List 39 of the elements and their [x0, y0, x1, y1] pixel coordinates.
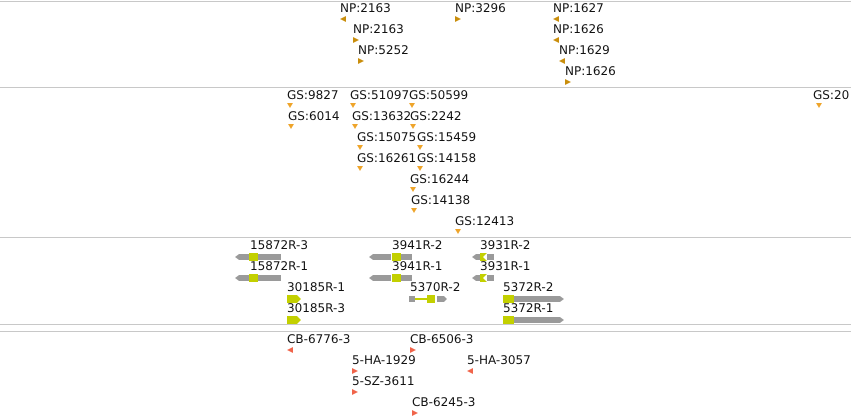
feature-label: CB-6776-3 [287, 332, 350, 346]
feature-label: NP:1627 [553, 1, 604, 15]
feature-label: NP:1626 [565, 64, 616, 78]
feature-label: GS:14138 [411, 193, 470, 207]
feature-label: 30185R-1 [287, 280, 345, 294]
feature-label: GS:13632 [352, 109, 412, 123]
feature-label: CB-6245-3 [412, 395, 476, 409]
feature-label: 3941R-2 [392, 238, 442, 252]
feature-label: GS:9827 [287, 88, 338, 102]
feature-label: 5372R-1 [503, 301, 554, 315]
feature-label: NP:5252 [358, 43, 409, 57]
feature-label: GS:14158 [417, 151, 476, 165]
feature-label: 5372R-2 [503, 280, 554, 294]
feature-label: 15872R-3 [250, 238, 308, 252]
feature-label: 5-HA-3057 [467, 353, 531, 367]
feature-label: 15872R-1 [250, 259, 308, 273]
feature-label: NP:2163 [353, 22, 404, 36]
feature-label: GS:15459 [417, 130, 476, 144]
feature-label: NP:3296 [455, 1, 506, 15]
feature-label: 5-SZ-3611 [352, 374, 414, 388]
feature-label: NP:2163 [340, 1, 391, 15]
feature-label: 3941R-1 [392, 259, 442, 273]
feature-label: GS:6014 [288, 109, 340, 123]
feature-label: 5-HA-1929 [352, 353, 416, 367]
feature-label: NP:1626 [553, 22, 604, 36]
feature-label: GS:16261 [357, 151, 416, 165]
feature-label: GS:50599 [409, 88, 468, 102]
feature-label: 3931R-1 [480, 259, 530, 273]
feature-label: GS:12413 [455, 214, 514, 228]
feature-label: GS:20 [813, 88, 850, 102]
feature-label: GS:15075 [357, 130, 416, 144]
feature-label: NP:1629 [559, 43, 610, 57]
feature-label: GS:51097 [350, 88, 410, 102]
feature-label: GS:16244 [410, 172, 470, 186]
feature-label: 30185R-3 [287, 301, 345, 315]
feature-label: 5370R-2 [410, 280, 460, 294]
feature-label: 3931R-2 [480, 238, 530, 252]
feature-label: GS:2242 [410, 109, 462, 123]
feature-label: CB-6506-3 [410, 332, 474, 346]
